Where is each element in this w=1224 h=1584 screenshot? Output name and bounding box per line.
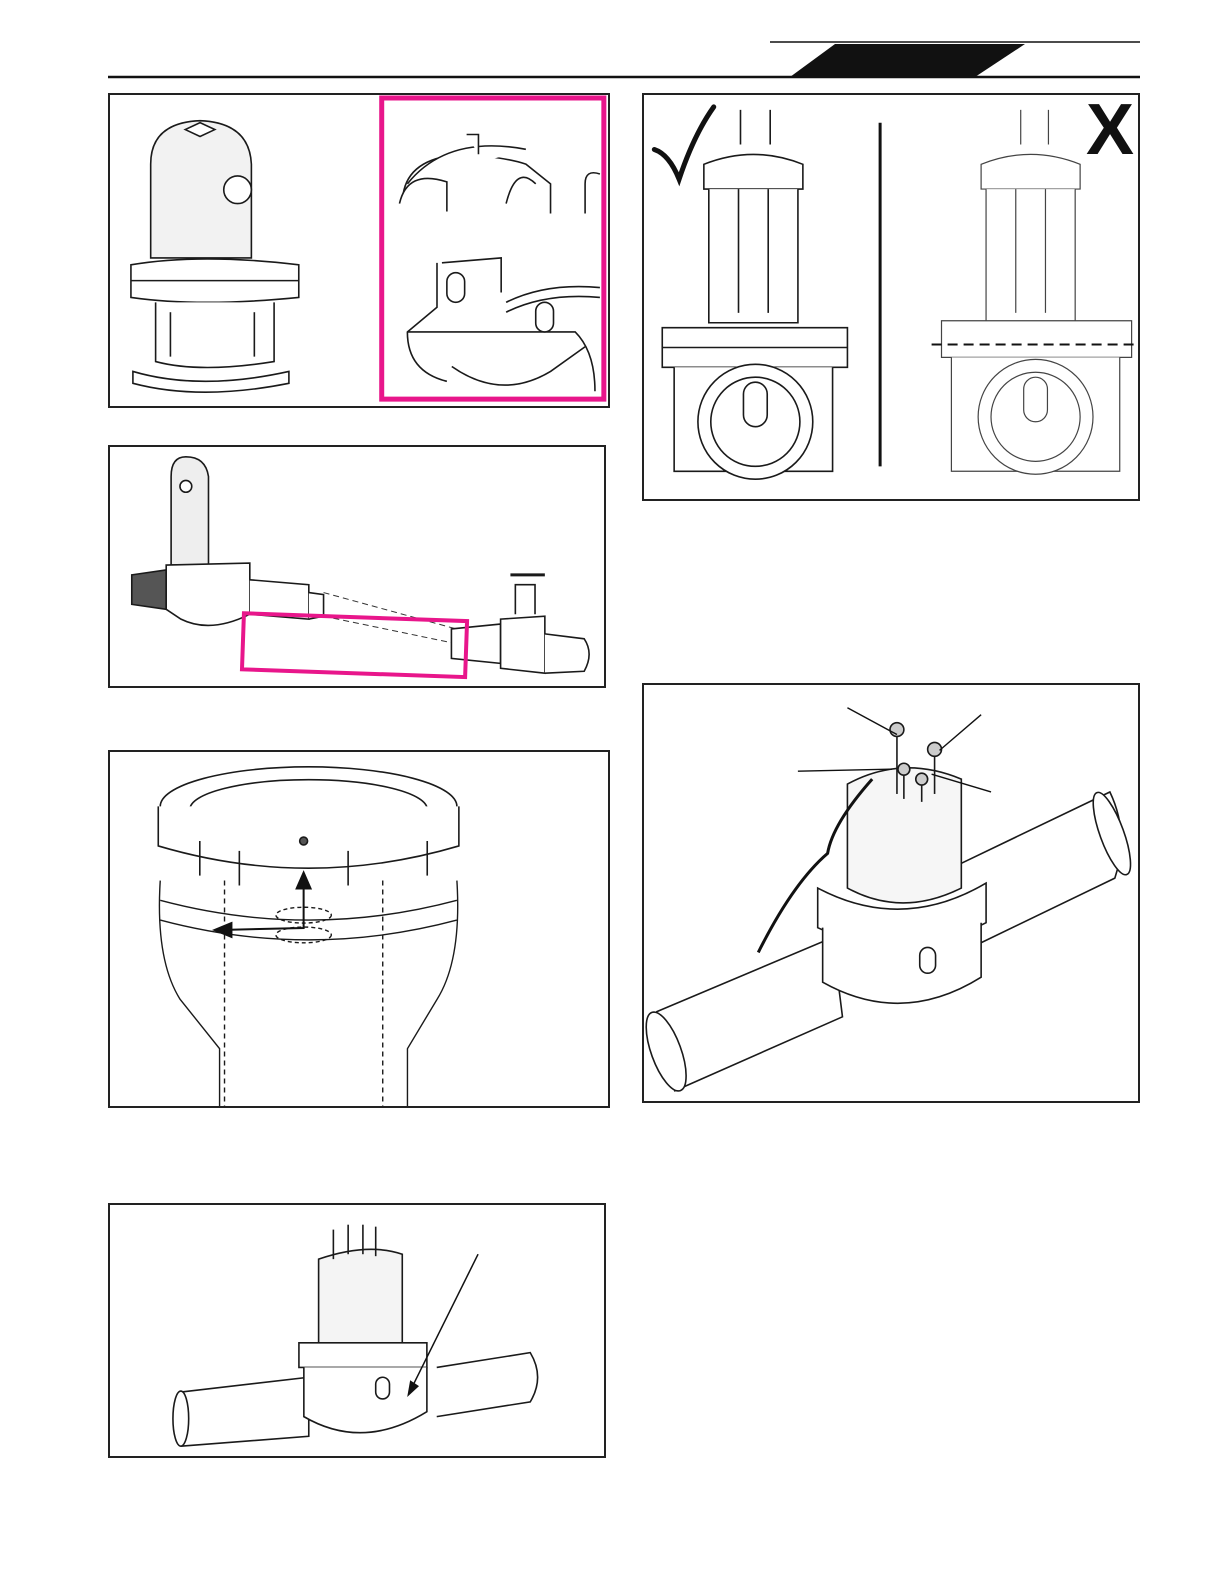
figure-2-drawing <box>110 447 604 686</box>
figure-6-drawing <box>644 685 1138 1101</box>
cell-on-tee-drawing <box>132 457 324 626</box>
alignment-arrow <box>215 873 311 937</box>
cell-housing-drawing <box>131 121 299 393</box>
page-header <box>0 0 1224 90</box>
figure-1-drawing <box>110 95 608 406</box>
body-below-nut-drawing <box>159 881 457 1106</box>
figure-5-drawing <box>644 95 1138 499</box>
open-body-bottom-drawing <box>407 258 600 391</box>
union-nut-drawing <box>158 767 459 886</box>
wired-cell-drawing <box>818 723 986 1004</box>
figure-union-nut <box>108 750 610 1108</box>
open-body-top-drawing <box>399 134 599 213</box>
incorrect-x-mark: X <box>1086 93 1134 171</box>
header-tab <box>790 44 1025 77</box>
header-graphic <box>0 0 1224 90</box>
dashed-guide-top <box>324 593 457 629</box>
figure-plumbing-assembly <box>108 445 606 688</box>
figure-4-drawing <box>110 1205 604 1456</box>
flow-switch-drawing <box>451 575 589 673</box>
figure-correct-vs-incorrect: X <box>642 93 1140 501</box>
figure-3-drawing <box>110 752 608 1106</box>
figure-cell-wiring <box>642 683 1140 1103</box>
cell-drawing <box>299 1225 427 1433</box>
figure-cell-housing <box>108 93 610 408</box>
correct-assembly-drawing <box>662 110 847 479</box>
figure-cell-on-pipe <box>108 1203 606 1458</box>
